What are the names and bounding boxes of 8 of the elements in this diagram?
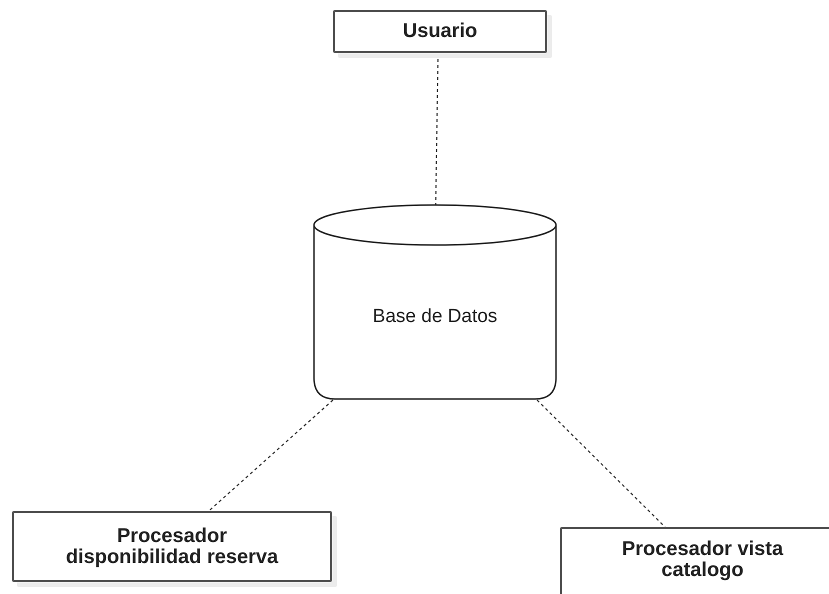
connector-line xyxy=(536,400,666,528)
database-cylinder xyxy=(313,205,557,400)
node-label: Base de Datos xyxy=(372,306,498,326)
node-label: Procesador vista catalogo xyxy=(620,539,784,581)
connector-line xyxy=(208,400,334,512)
node-label: Usuario xyxy=(402,21,478,42)
node-label: Procesador disponibilidad reserva xyxy=(64,526,280,568)
process-box xyxy=(560,527,829,594)
